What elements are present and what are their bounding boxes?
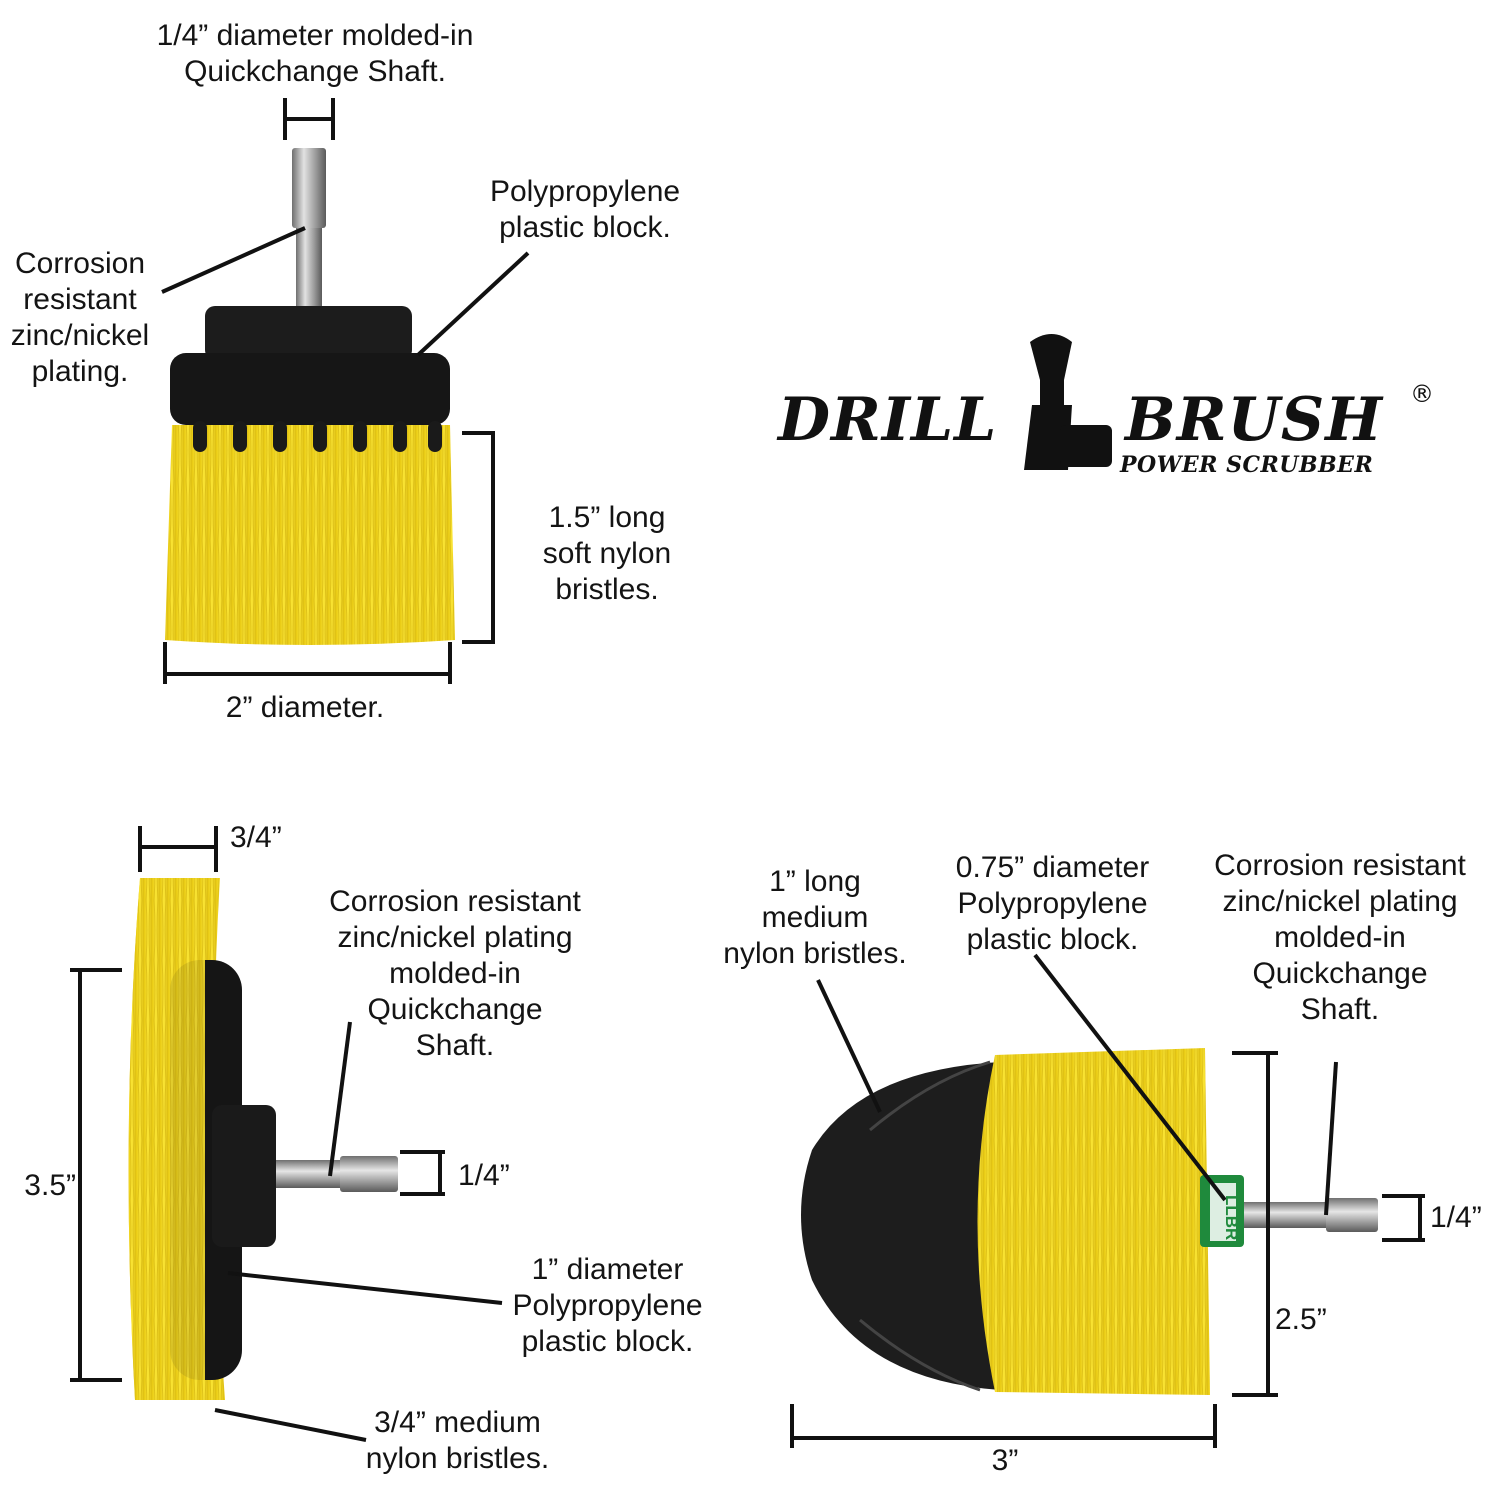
block-label: Polypropylene plastic block.: [489, 175, 681, 244]
black-bristles: [801, 1062, 1000, 1390]
flat-brush-2in: [165, 148, 455, 645]
dimension-lines: [70, 98, 1425, 1448]
cone-shaft-hex: [1326, 1198, 1378, 1232]
wheel-block-label: 1” diameter Polypropylene plastic block.: [512, 1253, 703, 1358]
shaft-label: 1/4” diameter molded-in Quickchange Shaf…: [156, 19, 474, 88]
yellow-bristles: [165, 425, 455, 645]
plastic-block-base: [170, 353, 450, 425]
shaft-lower: [296, 228, 322, 318]
wheel-plating-label: Corrosion resistant zinc/nickel plating …: [329, 885, 581, 1062]
logo-tagline: POWER SCRUBBER: [1120, 452, 1374, 478]
cone-brush: [801, 1048, 1378, 1395]
bristle-label: 1.5” long soft nylon bristles.: [542, 501, 672, 606]
cone-block-label: 0.75” diameter Polypropylene plastic blo…: [955, 851, 1150, 956]
wheel-brush-3-5in: [128, 878, 398, 1400]
logo-word-brush: BRUSH: [1125, 385, 1383, 455]
yellow-bristles-cone: [977, 1048, 1210, 1395]
wheel-width-label: 3/4”: [230, 821, 282, 854]
drill-logo-icon: [1024, 334, 1112, 470]
plastic-block-top: [205, 306, 412, 360]
cone-bristle-label: 1” long medium nylon bristles.: [723, 865, 907, 970]
wheel-bristle-label: 3/4” medium nylon bristles.: [365, 1406, 550, 1475]
diameter-label: 2” diameter.: [225, 691, 385, 724]
logo-word-drill: DRILL: [778, 385, 998, 455]
cone-length-label: 3”: [991, 1444, 1019, 1477]
shaft-hex: [292, 148, 326, 228]
wheel-height-label: 3.5”: [24, 1169, 76, 1202]
cone-height-label: 2.5”: [1275, 1303, 1327, 1336]
plating-label: Corrosion resistant zinc/nickel plating.: [10, 247, 150, 388]
wheel-shaft-label: 1/4”: [458, 1159, 510, 1192]
cone-shaft-label: 1/4”: [1430, 1201, 1482, 1234]
ring-text: LLBR: [1222, 1195, 1241, 1241]
hub: [212, 1105, 276, 1247]
wheel-shaft-hex: [340, 1156, 398, 1192]
cone-shaft: [1244, 1202, 1326, 1228]
registered-mark: ®: [1410, 380, 1434, 408]
cone-plating-label: Corrosion resistant zinc/nickel plating …: [1214, 849, 1466, 1026]
